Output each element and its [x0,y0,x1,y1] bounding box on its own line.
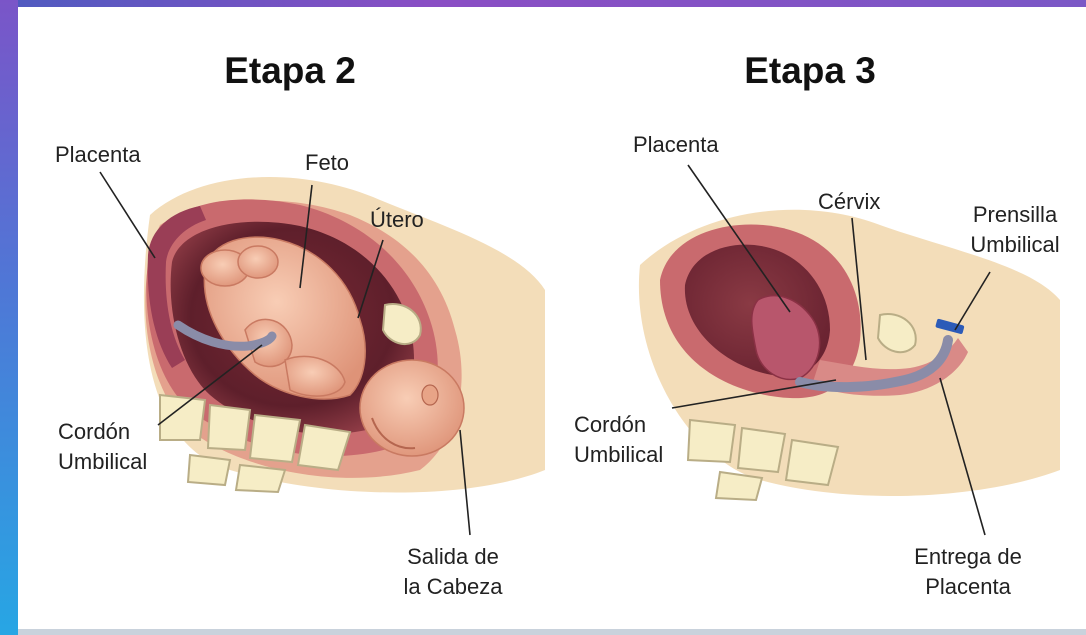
stage2-label-utero: Útero [370,205,424,235]
stage2-label-placenta: Placenta [55,140,141,170]
stage2-fetus-head [360,360,464,456]
stage3-label-entrega-line1: Entrega de [898,542,1038,572]
stage2-illustration [100,172,545,535]
stage2-label-cordon-line2: Umbilical [58,447,147,477]
stage3-label-prensilla-line2: Umbilical [955,230,1075,260]
stage2-label-salida-line1: Salida de [388,542,518,572]
stage3-label-cordon-umbilical: Cordón Umbilical [574,410,663,470]
stage2-label-cordon-line1: Cordón [58,417,147,447]
stage3-label-entrega-line2: Placenta [898,572,1038,602]
stage3-label-entrega-placenta: Entrega de Placenta [898,542,1038,602]
stage3-label-cordon-line2: Umbilical [574,440,663,470]
stage2-label-cordon-umbilical: Cordón Umbilical [58,417,147,477]
stage3-title: Etapa 3 [690,50,930,92]
stage2-title: Etapa 2 [170,50,410,92]
stage3-label-placenta: Placenta [633,130,719,160]
stage2-label-feto: Feto [305,148,349,178]
stage3-label-prensilla-line1: Prensilla [955,200,1075,230]
stage2-label-salida-line2: la Cabeza [388,572,518,602]
stage3-label-prensilla-umbilical: Prensilla Umbilical [955,200,1075,260]
stage2-label-salida-cabeza: Salida de la Cabeza [388,542,518,602]
stage3-label-cordon-line1: Cordón [574,410,663,440]
stage3-label-cervix: Cérvix [818,187,880,217]
